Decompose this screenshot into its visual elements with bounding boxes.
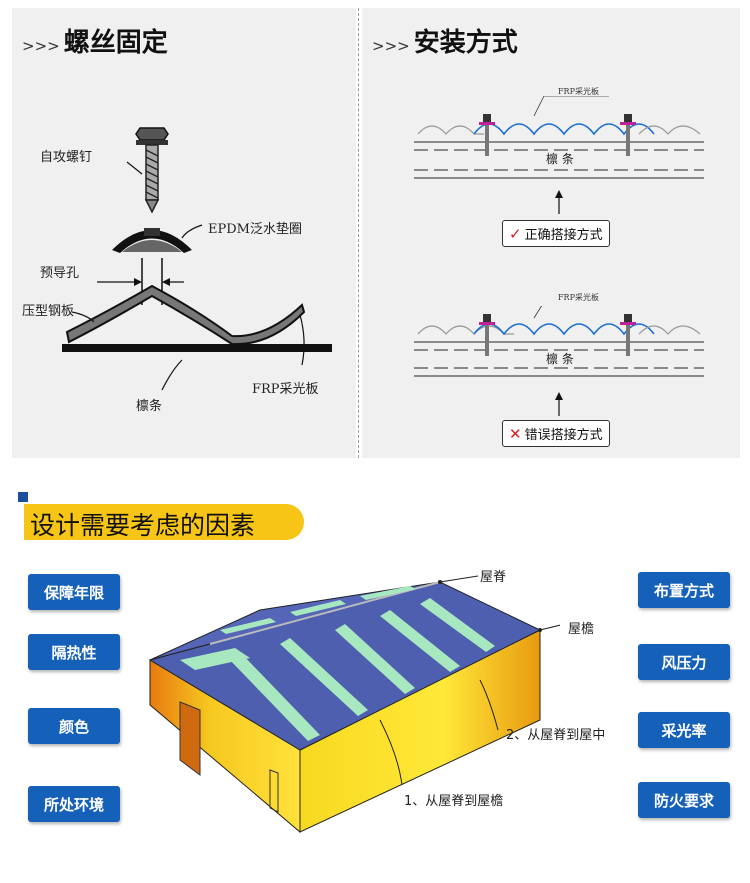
- factor-environment: 所处环境: [28, 786, 120, 822]
- screw-fixing-title-text: 螺丝固定: [63, 28, 168, 58]
- frp-label-bottom: FRP采光板: [558, 293, 599, 302]
- correct-lap-badge: ✓ 正确搭接方式: [502, 220, 610, 247]
- label-steel-sheet: 压型钢板: [22, 304, 75, 319]
- screw-fixing-panel: [12, 8, 356, 458]
- up-arrow-icon: [555, 392, 563, 416]
- design-factors-title: 设计需要考虑的因素: [30, 511, 256, 540]
- correct-lap-diagram: [414, 96, 704, 179]
- factor-color: 颜色: [28, 708, 120, 744]
- factor-wind-pressure: 风压力: [638, 644, 730, 680]
- label-eave: 屋檐: [568, 622, 595, 637]
- installation-title-text: 安装方式: [413, 28, 518, 58]
- label-ridge-to-eave: 1、从屋脊到屋檐: [404, 794, 504, 809]
- factor-fire-requirement: 防火要求: [638, 782, 730, 818]
- factor-daylight-rate: 采光率: [638, 712, 730, 748]
- label-purlin: 檩条: [136, 399, 163, 414]
- factor-warranty: 保障年限: [28, 574, 120, 610]
- title-arrows: >>>: [372, 37, 410, 55]
- purlin-label-bottom: 檩 条: [546, 352, 574, 366]
- up-arrow-icon: [555, 190, 563, 214]
- screw-icon: [479, 314, 495, 356]
- screw-icon: [620, 114, 636, 156]
- screw-icon: [135, 127, 169, 214]
- label-ridge-to-middle: 2、从屋脊到屋中: [506, 728, 606, 743]
- washer-icon: [112, 228, 192, 253]
- title-arrows: >>>: [22, 37, 60, 55]
- purlin-bar: [62, 344, 332, 352]
- label-screw: 自攻螺钉: [40, 150, 93, 165]
- wrong-lap-diagram: [414, 306, 704, 377]
- panel-divider: [358, 8, 359, 458]
- label-frp: FRP采光板: [252, 382, 319, 397]
- frp-sheet-shape: [65, 284, 306, 346]
- purlin-label-top: 檩 条: [546, 152, 574, 166]
- cross-icon: ✕: [509, 424, 522, 443]
- frp-label-top: FRP采光板: [558, 87, 599, 96]
- wrong-lap-label: 错误搭接方式: [524, 428, 603, 443]
- check-icon: ✓: [509, 224, 522, 243]
- correct-lap-label: 正确搭接方式: [524, 228, 603, 243]
- screw-icon: [479, 114, 495, 156]
- wrong-lap-badge: ✕ 错误搭接方式: [502, 420, 610, 447]
- header-banner: [24, 504, 304, 540]
- top-section: >>> 螺丝固定: [12, 8, 740, 458]
- label-ridge: 屋脊: [480, 570, 507, 585]
- label-washer: EPDM泛水垫圈: [208, 222, 302, 237]
- screw-fixing-title: >>> 螺丝固定: [22, 22, 168, 59]
- building-illustration: [148, 575, 560, 834]
- header-corner-mark: [18, 492, 28, 502]
- factor-insulation: 隔热性: [28, 634, 120, 670]
- screw-diagram: [62, 127, 332, 391]
- screw-icon: [620, 314, 636, 356]
- label-pilot-hole: 预导孔: [40, 266, 80, 281]
- installation-title: >>> 安装方式: [372, 22, 518, 59]
- factor-layout: 布置方式: [638, 572, 730, 608]
